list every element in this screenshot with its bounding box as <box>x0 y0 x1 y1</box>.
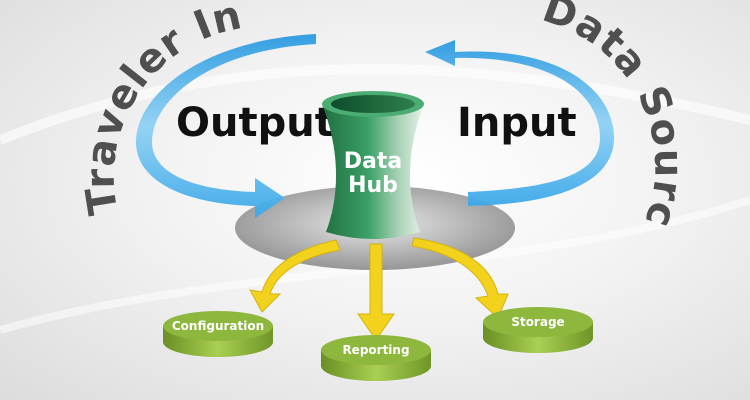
output-label: Output <box>176 100 334 146</box>
storage-label: Storage <box>511 315 564 329</box>
input-label: Input <box>457 100 577 146</box>
input-arrow <box>425 40 614 206</box>
reporting-label: Reporting <box>342 343 409 357</box>
configuration-disc: Configuration <box>163 311 273 357</box>
hub-label-line2: Hub <box>348 173 398 198</box>
storage-disc: Storage <box>483 307 593 353</box>
data-hub-cylinder <box>322 91 424 239</box>
storage-arrow <box>411 237 509 319</box>
hub-label-line1: Data <box>344 149 402 174</box>
reporting-arrow <box>357 243 395 341</box>
background-swoosh <box>0 64 750 145</box>
configuration-label: Configuration <box>172 319 264 333</box>
reporting-disc: Reporting <box>321 335 431 381</box>
configuration-arrow <box>249 239 341 313</box>
output-arrow <box>136 34 316 218</box>
